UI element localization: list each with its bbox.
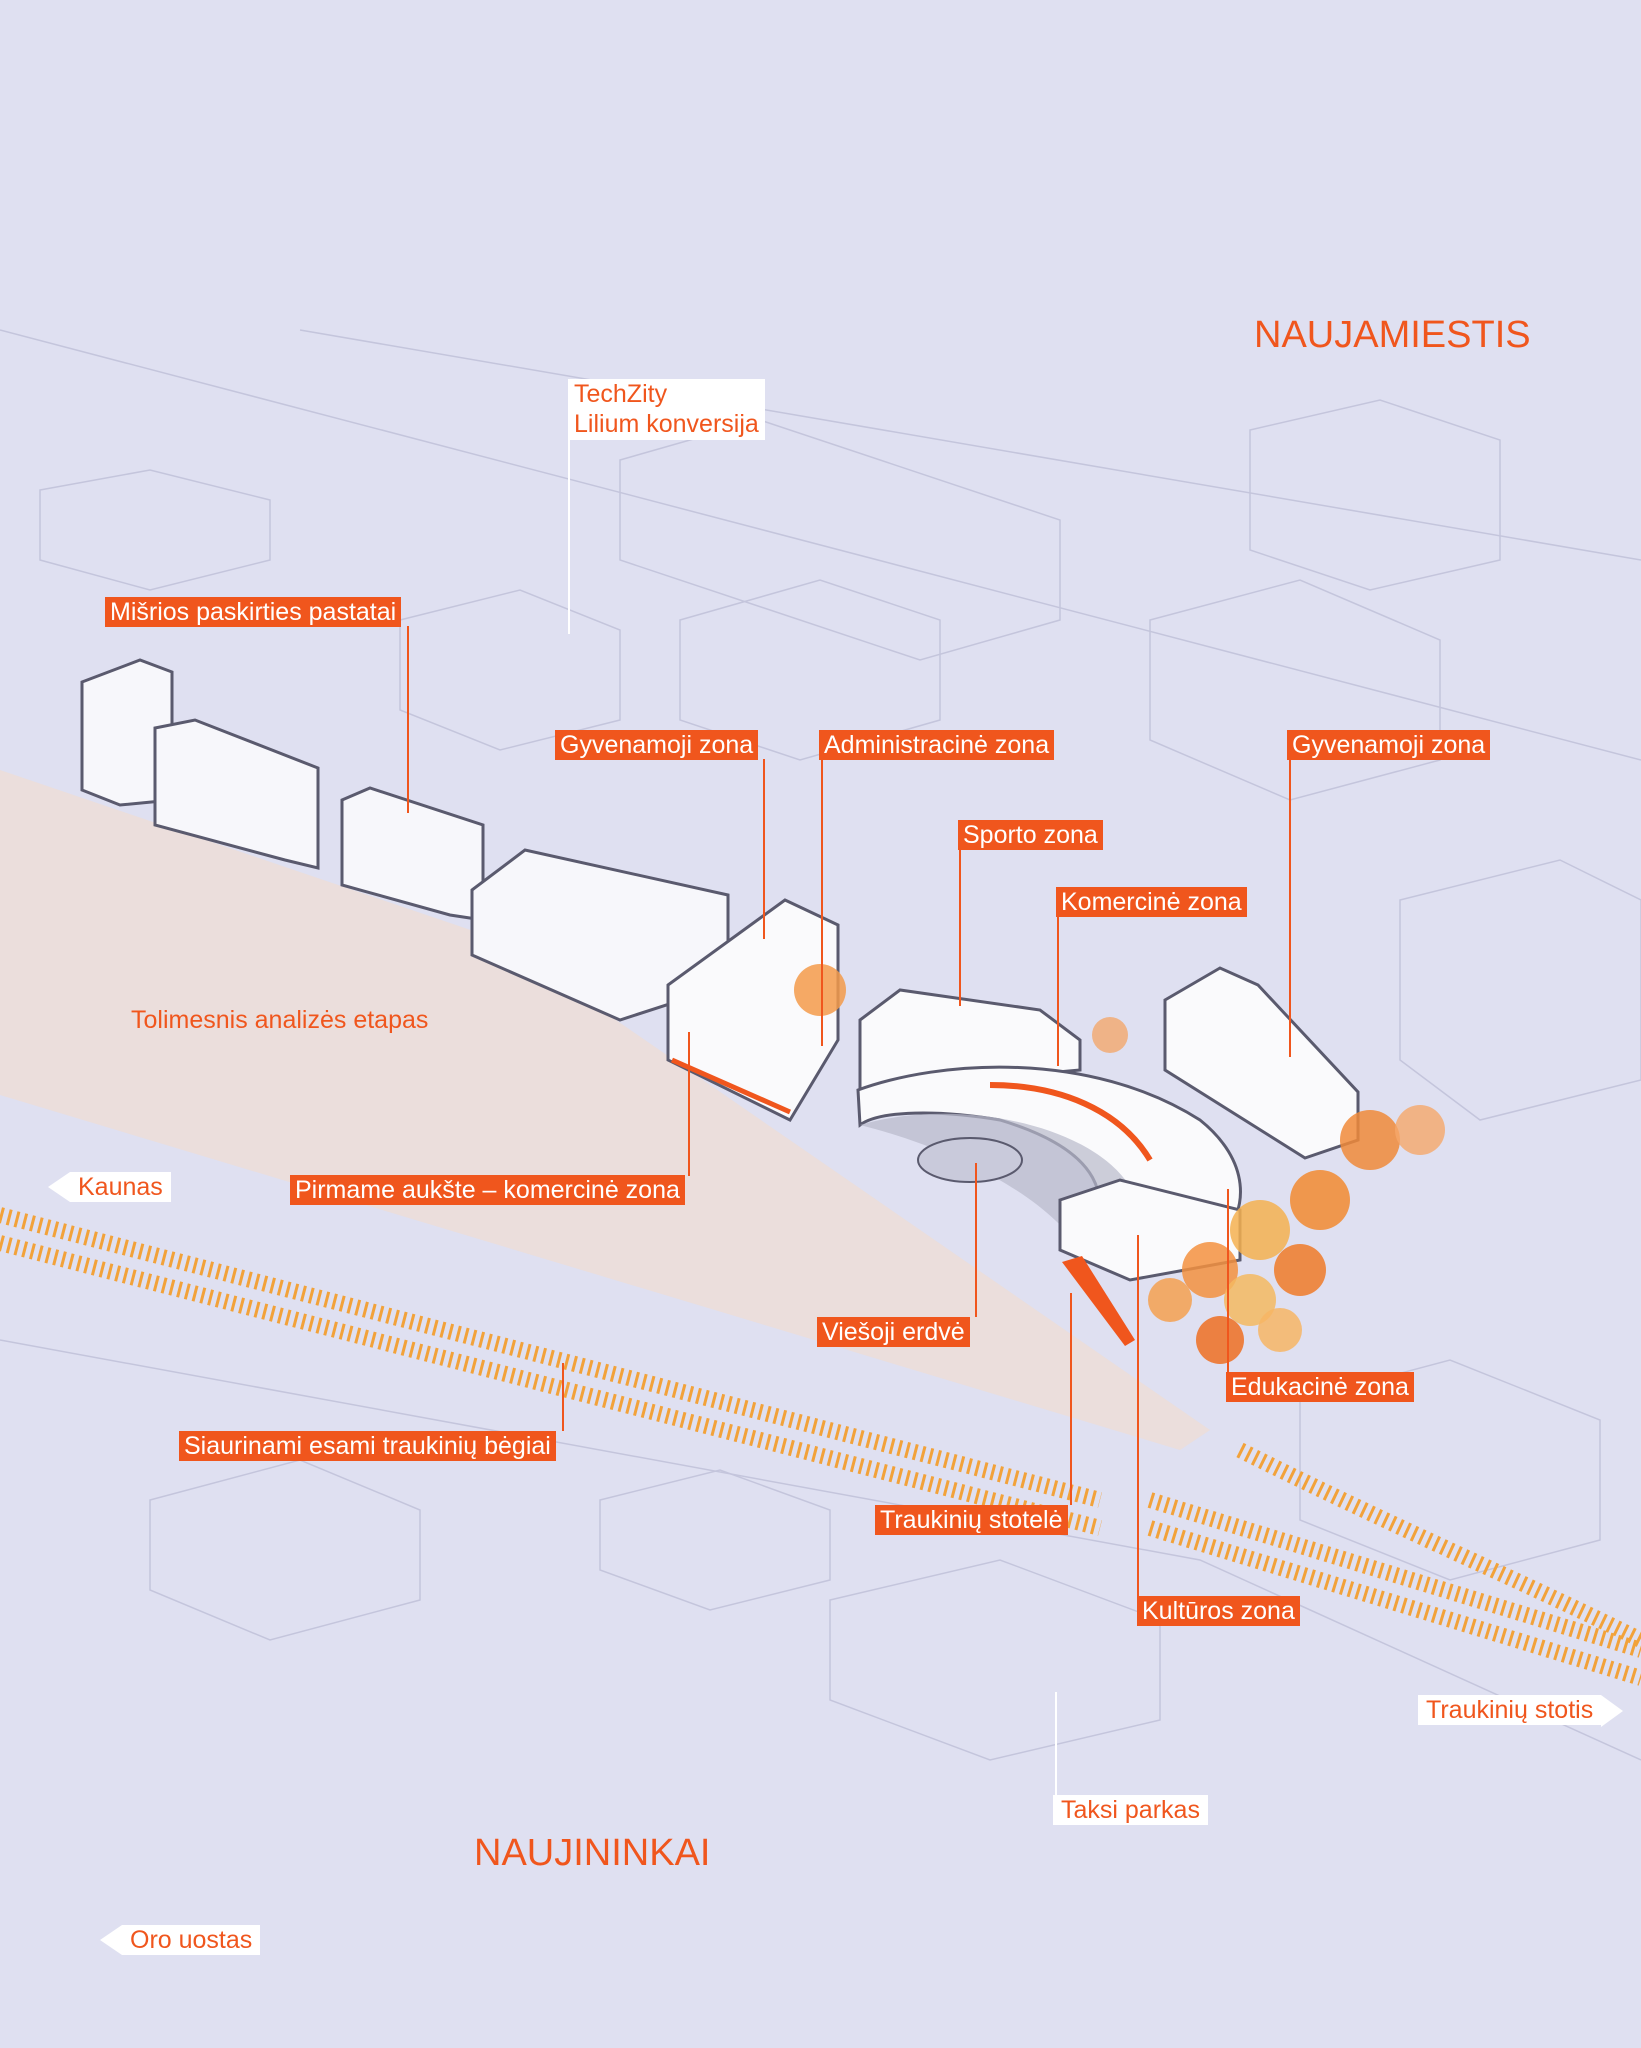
leader-line — [1137, 1235, 1139, 1596]
leader-line — [407, 626, 409, 813]
leader-line — [1070, 1293, 1072, 1505]
label-ground-floor-commercial: Pirmame aukšte – komercinė zona — [290, 1175, 685, 1205]
railway-tracks — [0, 1207, 1641, 1686]
direction-airport: Oro uostas — [99, 1925, 261, 1955]
label-education: Edukacinė zona — [1226, 1372, 1414, 1402]
direction-kaunas: Kaunas — [48, 1172, 171, 1202]
leader-line — [562, 1363, 564, 1431]
label-administrative: Administracinė zona — [819, 730, 1055, 760]
label-residential-left: Gyvenamoji zona — [555, 730, 759, 760]
leader-line — [763, 759, 765, 939]
label-culture: Kultūros zona — [1137, 1596, 1300, 1626]
label-train-stop: Traukinių stotelė — [875, 1505, 1068, 1535]
leader-line — [1057, 916, 1059, 1066]
techzity-label-line2: Lilium konversija — [574, 410, 759, 438]
label-commercial: Komercinė zona — [1056, 887, 1247, 917]
leader-line — [821, 759, 823, 1046]
leader-line — [568, 440, 570, 634]
leader-line — [975, 1163, 977, 1317]
leader-line — [1055, 1692, 1057, 1795]
context-buildings — [0, 329, 1641, 1761]
district-naujininkai: NAUJININKAI — [474, 1832, 711, 1874]
leader-line — [1227, 1189, 1229, 1372]
leader-line — [959, 849, 961, 1006]
label-mixed-use: Mišrios paskirties pastatai — [105, 597, 402, 627]
station-complex — [666, 898, 1360, 1346]
mixed-use-buildings — [80, 658, 730, 1022]
techzity-label: TechZity Lilium konversija — [568, 379, 765, 440]
label-sports: Sporto zona — [958, 820, 1103, 850]
trees — [794, 964, 1445, 1364]
leader-line — [688, 1032, 690, 1176]
label-taxi-park: Taksi parkas — [1053, 1795, 1208, 1825]
label-residential-right: Gyvenamoji zona — [1287, 730, 1491, 760]
direction-train-station: Traukinių stotis — [1418, 1695, 1624, 1727]
techzity-label-line1: TechZity — [574, 380, 668, 408]
leader-line — [1289, 759, 1291, 1057]
future-analysis-zone — [0, 770, 1210, 1450]
future-analysis-label: Tolimesnis analizės etapas — [131, 1006, 429, 1034]
label-public-space: Viešoji erdvė — [817, 1317, 970, 1347]
label-narrowed-tracks: Siaurinami esami traukinių bėgiai — [179, 1431, 556, 1461]
district-naujamiestis: NAUJAMIESTIS — [1254, 314, 1531, 356]
